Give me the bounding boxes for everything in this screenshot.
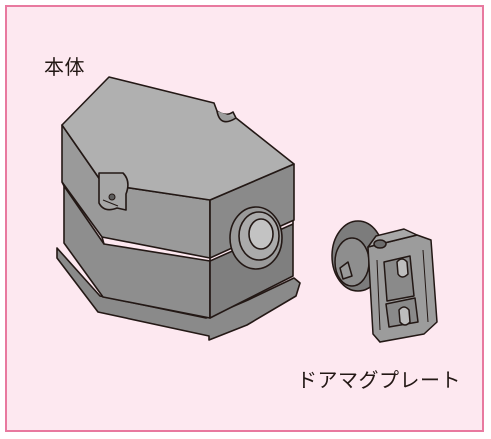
main-body-label: 本体 bbox=[44, 55, 85, 79]
door-magnet-plate-label: ドアマグプレート bbox=[297, 368, 461, 392]
main-body-unit bbox=[56, 76, 301, 341]
door-magnet-plate bbox=[331, 220, 438, 343]
